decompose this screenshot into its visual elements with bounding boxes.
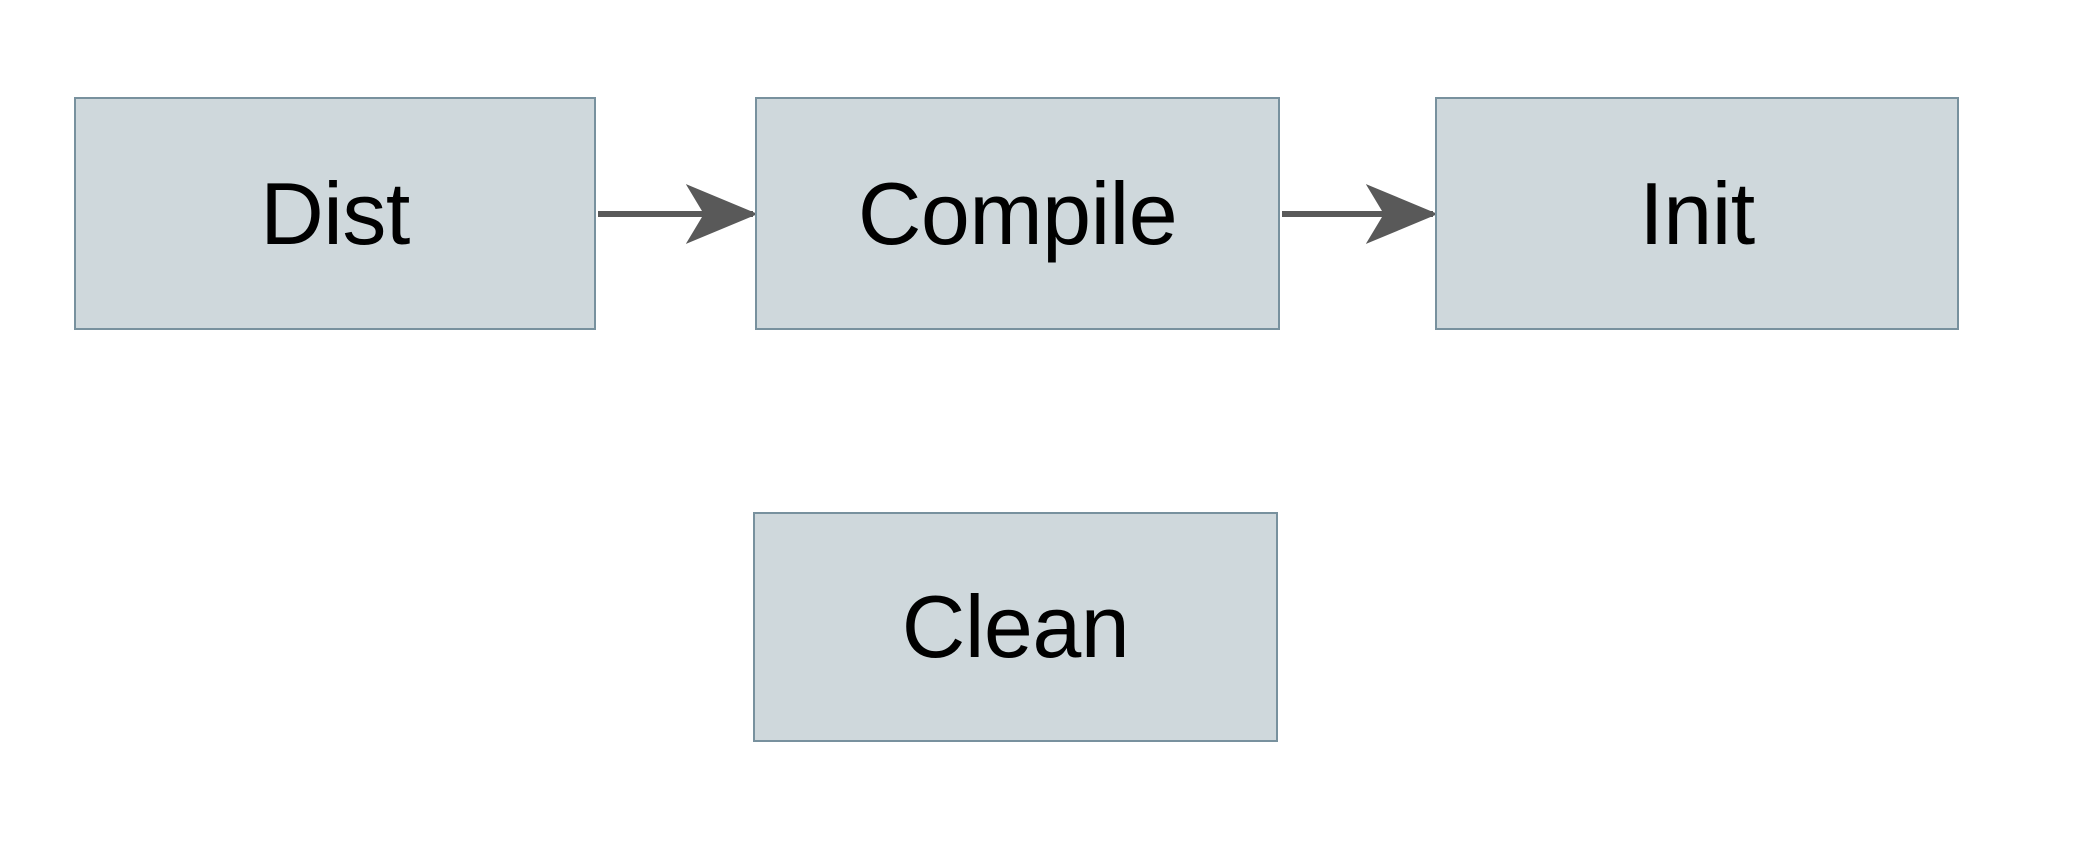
edge-compile-init-hitarea[interactable] bbox=[1280, 194, 1437, 234]
node-init[interactable]: Init bbox=[1435, 97, 1959, 330]
node-compile-label: Compile bbox=[857, 163, 1178, 263]
edge-dist-compile-hitarea[interactable] bbox=[596, 194, 757, 234]
node-clean[interactable]: Clean bbox=[753, 512, 1278, 742]
node-dist-label: Dist bbox=[260, 163, 410, 263]
node-clean-label: Clean bbox=[901, 577, 1130, 676]
node-init-label: Init bbox=[1639, 163, 1755, 263]
node-dist[interactable]: Dist bbox=[74, 97, 596, 330]
node-compile[interactable]: Compile bbox=[755, 97, 1280, 330]
